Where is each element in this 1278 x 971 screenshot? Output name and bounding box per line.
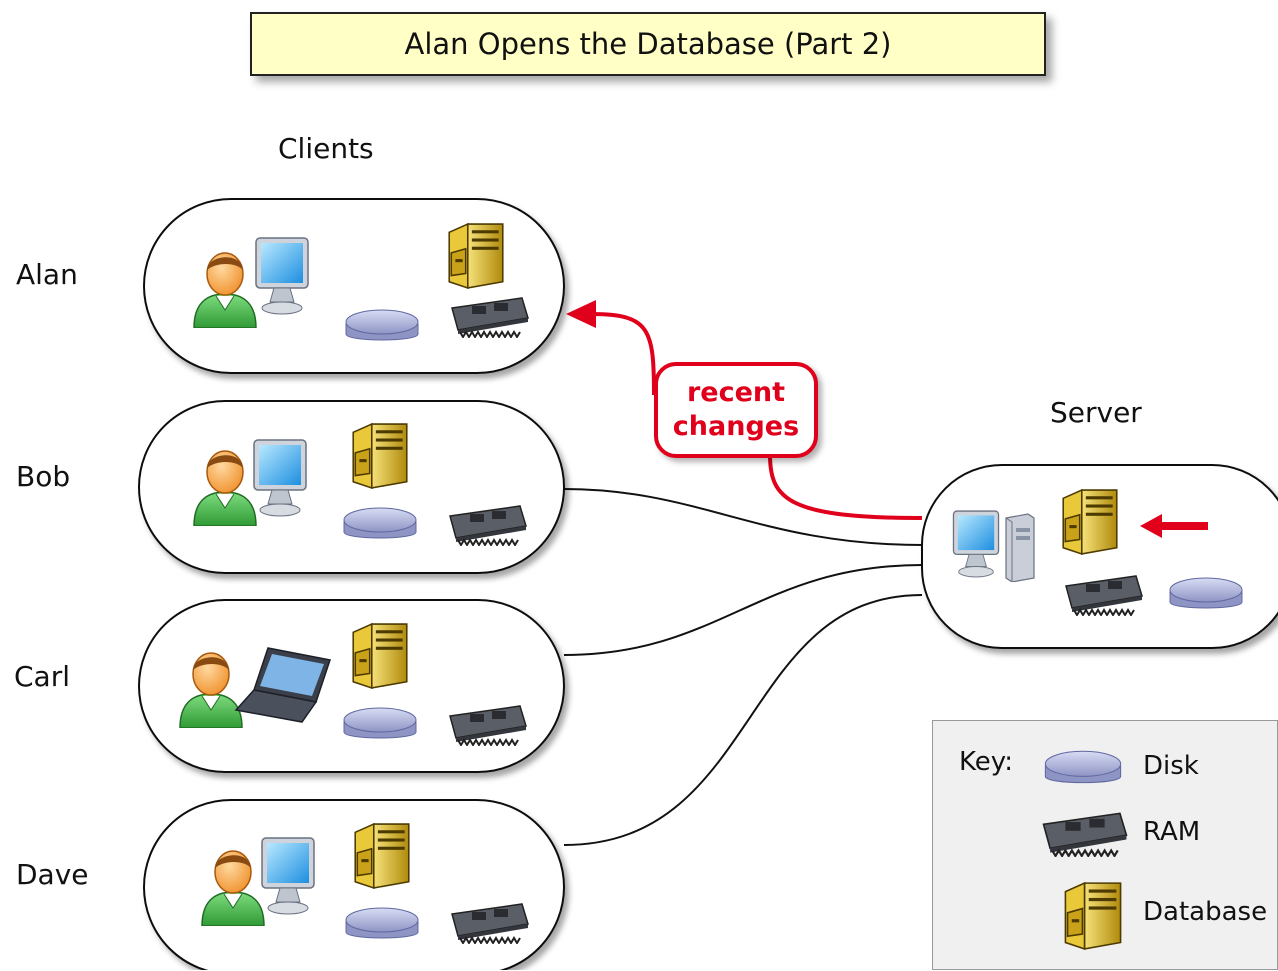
server-heading: Server: [1050, 396, 1142, 429]
link-dave-server: [563, 594, 923, 846]
legend-key-label: Key:: [959, 747, 1014, 777]
annotation-line-1: recent: [686, 377, 786, 408]
database-icon-alan: [448, 223, 504, 289]
link-carl-server: [563, 564, 923, 656]
database-icon-bob: [352, 423, 408, 489]
disk-icon-dave: [345, 907, 419, 939]
client-name-dave: Dave: [16, 858, 89, 891]
server-tower-icon: [1005, 513, 1035, 582]
changes-arrow-to-alan: [591, 312, 656, 396]
legend-disk-icon: [1044, 750, 1122, 784]
server-database-icon: [1062, 489, 1118, 555]
legend-database-icon: [1064, 882, 1122, 950]
annotation-line-2: changes: [672, 411, 800, 442]
changes-arrowhead: [566, 300, 596, 328]
legend-database-label: Database: [1143, 897, 1268, 927]
database-icon-carl: [352, 623, 408, 689]
legend-disk-label: Disk: [1143, 751, 1199, 781]
recent-changes-annotation: recent changes: [654, 362, 818, 458]
server-disk-icon: [1169, 577, 1243, 609]
link-bob-server: [563, 488, 923, 546]
client-bubble-dave: [143, 799, 565, 970]
disk-icon-carl: [343, 707, 417, 739]
server-database-arrow: [1140, 514, 1208, 538]
client-name-alan: Alan: [16, 258, 78, 291]
clients-heading: Clients: [278, 132, 374, 165]
disk-icon-alan: [345, 309, 419, 341]
client-name-carl: Carl: [14, 660, 70, 693]
changes-link-server: [768, 454, 923, 520]
database-icon-dave: [354, 823, 410, 889]
legend-ram-label: RAM: [1143, 817, 1201, 847]
legend-ram-icon: [1042, 812, 1128, 857]
client-bubble-bob: [138, 400, 565, 574]
diagram-title: Alan Opens the Database (Part 2): [250, 12, 1046, 76]
legend-key: Key: Disk RAM Database: [932, 720, 1278, 970]
disk-icon-bob: [343, 507, 417, 539]
client-name-bob: Bob: [16, 460, 71, 493]
